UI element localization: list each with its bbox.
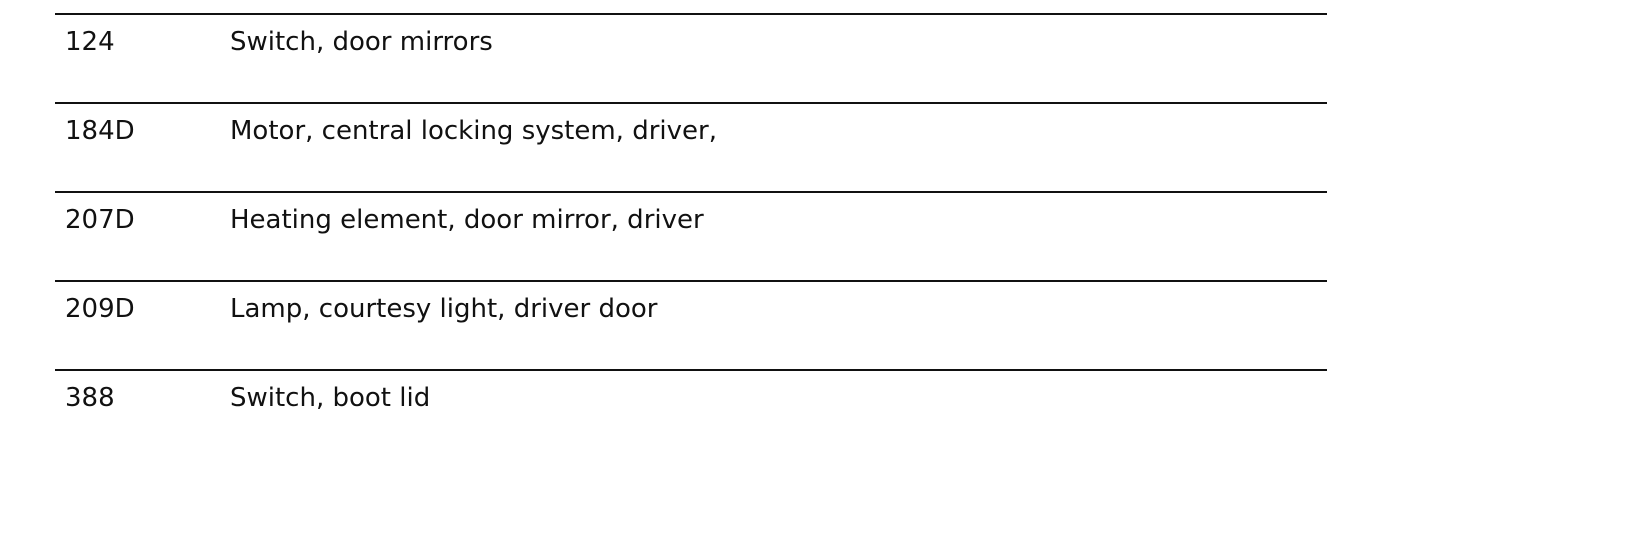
component-table: 124 Switch, door mirrors 184D Motor, cen… (55, 13, 1327, 459)
component-code: 209D (65, 294, 135, 324)
component-code: 388 (65, 383, 115, 413)
component-description: Switch, door mirrors (230, 27, 493, 57)
component-table-body: 124 Switch, door mirrors 184D Motor, cen… (55, 14, 1327, 459)
component-code: 184D (65, 116, 135, 146)
component-description: Lamp, courtesy light, driver door (230, 294, 658, 324)
component-code: 124 (65, 27, 115, 57)
table-row: 209D Lamp, courtesy light, driver door (55, 281, 1327, 370)
table-row: 207D Heating element, door mirror, drive… (55, 192, 1327, 281)
component-description: Switch, boot lid (230, 383, 431, 413)
component-code: 207D (65, 205, 135, 235)
table-row: 184D Motor, central locking system, driv… (55, 103, 1327, 192)
table-row: 388 Switch, boot lid (55, 370, 1327, 459)
table-row: 124 Switch, door mirrors (55, 14, 1327, 103)
component-description: Motor, central locking system, driver, (230, 116, 717, 146)
component-description: Heating element, door mirror, driver (230, 205, 704, 235)
